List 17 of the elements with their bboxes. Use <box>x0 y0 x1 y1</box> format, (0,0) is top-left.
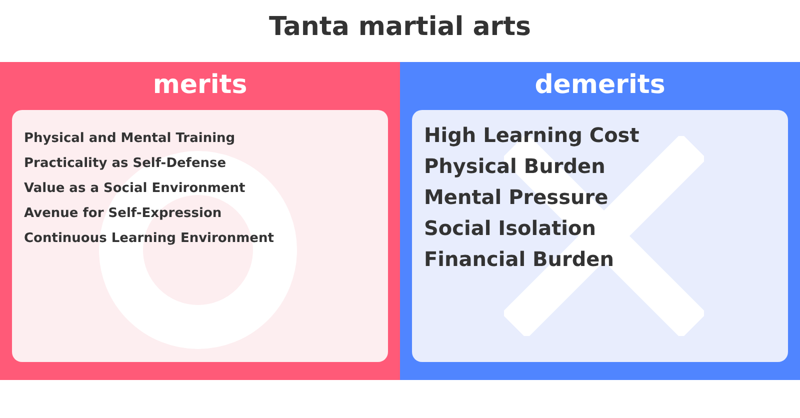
column-panel <box>0 62 400 380</box>
list-item: Financial Burden <box>424 246 614 273</box>
list-item: Avenue for Self-Expression <box>24 205 222 223</box>
list-item: Practicality as Self-Defense <box>24 155 226 173</box>
list-item: Continuous Learning Environment <box>24 230 274 248</box>
list-card <box>412 110 788 362</box>
panel-heading: merits <box>152 70 248 100</box>
list-item: Physical and Mental Training <box>24 130 236 148</box>
list-item: Value as a Social Environment <box>24 180 246 198</box>
list-item: Social Isolation <box>424 215 596 242</box>
title: Tanta martial arts <box>268 12 532 42</box>
column-panel <box>400 62 800 380</box>
list-item: High Learning Cost <box>424 122 640 149</box>
list-item: Physical Burden <box>424 153 606 180</box>
list-item: Mental Pressure <box>424 184 608 211</box>
list-card <box>12 110 388 362</box>
panel-heading: demerits <box>534 70 666 100</box>
